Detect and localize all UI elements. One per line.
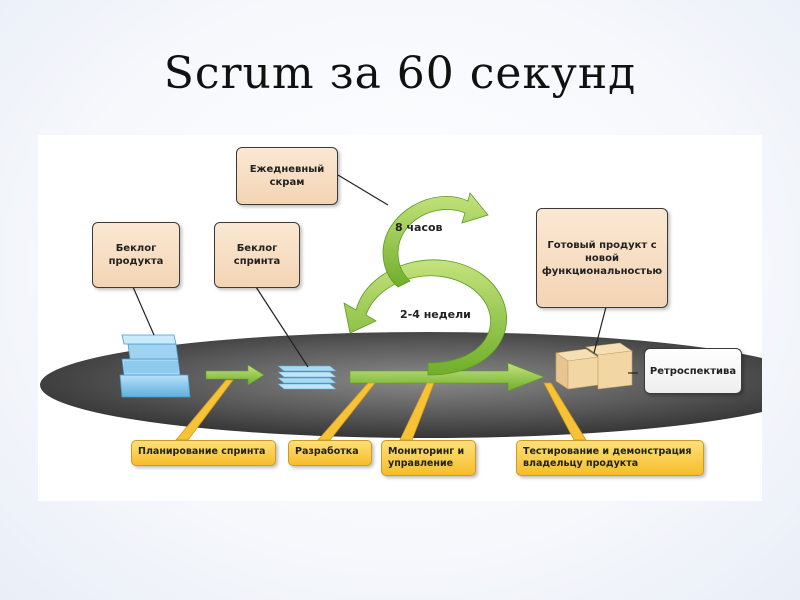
finished-product-label: Готовый продукт с новой функциональность…	[541, 239, 663, 277]
daily-cycle-arrow-icon	[382, 192, 489, 288]
stage-testing: Тестирование и демонстрация владельцу пр…	[516, 440, 704, 476]
stage-planning-label: Планирование спринта	[138, 446, 266, 457]
stage-monitoring: Мониторинг и управление	[381, 440, 476, 476]
scrum-diagram: 8 часов 2-4 недели Ежедневный скрам Бекл…	[38, 135, 762, 501]
sprint-backlog-label: Беклог спринта	[233, 243, 281, 267]
stage-testing-label: Тестирование и демонстрация владельцу пр…	[523, 446, 692, 469]
finished-product-box: Готовый продукт с новой функциональность…	[536, 208, 668, 308]
retrospective-label: Ретроспектива	[649, 365, 737, 377]
sprint-backlog-box: Беклог спринта	[214, 222, 300, 288]
retrospective-box: Ретроспектива	[644, 348, 742, 394]
sprint-cycle-label: 2-4 недели	[400, 308, 471, 321]
connector-lines	[132, 174, 638, 374]
daily-scrum-label: Ежедневный скрам	[249, 164, 325, 188]
product-backlog-box: Беклог продукта	[92, 222, 180, 288]
diagram-graphics: 8 часов 2-4 недели	[40, 174, 762, 441]
stage-development: Разработка	[288, 440, 372, 466]
sprint-backlog-stack-icon	[277, 365, 337, 390]
finished-product-boxes-icon	[555, 342, 633, 390]
sprint-output-arrow-icon	[349, 362, 545, 392]
daily-cycle-label: 8 часов	[395, 221, 443, 234]
daily-scrum-box: Ежедневный скрам	[236, 147, 338, 205]
product-backlog-blocks-icon	[119, 334, 191, 398]
stage-monitoring-label: Мониторинг и управление	[388, 446, 465, 469]
product-backlog-label: Беклог продукта	[108, 243, 164, 267]
stage-development-label: Разработка	[295, 446, 359, 457]
flow-arrow-icon	[205, 364, 265, 386]
slide-title: Scrum за 60 секунд	[163, 48, 637, 99]
stage-planning: Планирование спринта	[131, 440, 276, 466]
sprint-cycle-arrow-icon	[343, 259, 507, 376]
